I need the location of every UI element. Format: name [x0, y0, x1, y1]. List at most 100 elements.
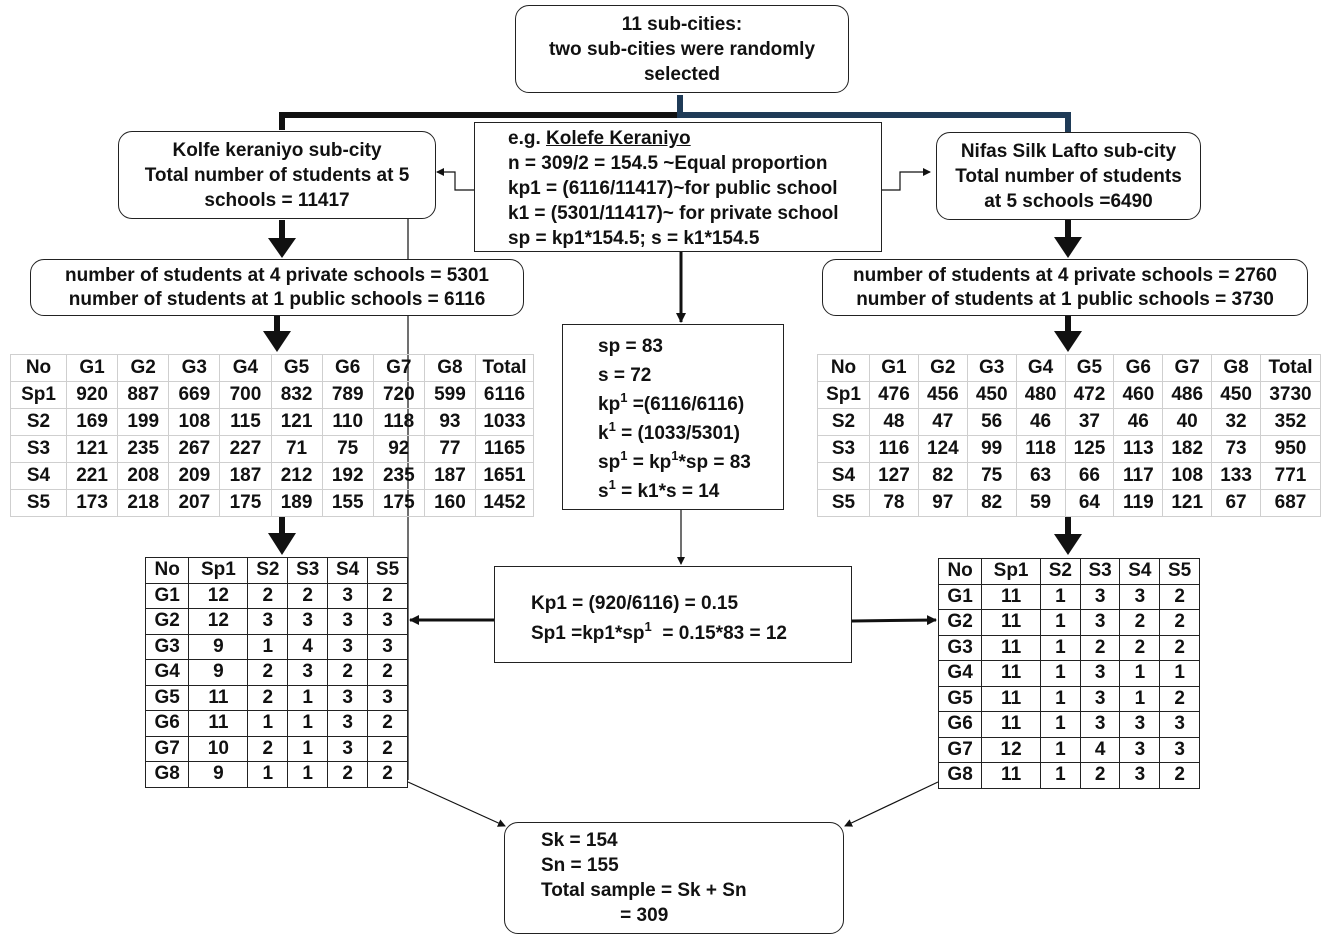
table-cell: 9	[188, 633, 249, 660]
table-cell: 75	[321, 435, 374, 463]
table-cell: 11	[981, 634, 1041, 661]
table-cell: 2	[287, 582, 329, 609]
table-cell: 227	[219, 435, 272, 463]
table-cell: 182	[1162, 435, 1213, 463]
table-cell: 1	[1039, 711, 1081, 738]
table-cell: 1	[1039, 583, 1081, 610]
table-cell: 1	[1039, 634, 1081, 661]
table-cell: 155	[321, 489, 374, 517]
table-cell: 2	[1159, 583, 1200, 610]
top-line-1: 11 sub-cities:	[621, 13, 743, 35]
table-cell: 11	[188, 684, 249, 711]
table-cell: S5	[10, 489, 67, 517]
calc-l4b: = (1033/5301)	[615, 423, 740, 444]
table-cell: 108	[1162, 462, 1213, 490]
table-header-cell: S5	[1159, 558, 1200, 585]
table-cell: 199	[117, 408, 170, 436]
table-cell: 700	[219, 381, 272, 409]
table-cell: Sp1	[10, 381, 67, 409]
table-cell: S2	[817, 408, 870, 436]
table-header-cell: G6	[1113, 354, 1164, 382]
table-cell: 3	[1159, 736, 1200, 763]
table-cell: 2	[247, 684, 289, 711]
table-cell: 3	[327, 582, 369, 609]
nifas-line-2: Total number of students	[955, 165, 1182, 187]
table-cell: 4	[287, 633, 329, 660]
top-line-2: two sub-cities were randomly	[548, 38, 816, 60]
table-header-cell: G1	[869, 354, 919, 382]
table-cell: 108	[168, 408, 221, 436]
connector-top-right	[677, 95, 1071, 132]
calc-l6a: s	[598, 481, 609, 502]
table-cell: 12	[981, 736, 1041, 763]
table-cell: 59	[1015, 489, 1066, 517]
example-line-4: sp = kp1*154.5; s = k1*154.5	[508, 228, 760, 249]
table-cell: 832	[270, 381, 323, 409]
calc-l5sup1: 1	[620, 448, 628, 463]
table-cell: 450	[966, 381, 1017, 409]
table-cell: G5	[937, 685, 983, 712]
table-cell: 218	[117, 489, 170, 517]
table-cell: 1	[1039, 762, 1081, 789]
table-cell: 48	[869, 408, 919, 436]
table-cell: 3	[367, 633, 408, 660]
table-header-cell: No	[817, 354, 870, 382]
table-cell: 12	[188, 582, 249, 609]
table-cell: 10	[188, 735, 249, 762]
table-cell: 12	[188, 608, 249, 635]
table-cell: 1033	[475, 408, 534, 436]
table-cell: 3	[287, 608, 329, 635]
example-box: e.g. Kolefe Keraniyo n = 309/2 = 154.5 ~…	[474, 122, 882, 252]
table-cell: 2	[247, 735, 289, 762]
kp-line-2: Sp1 =kp1*sp1 = 0.15*83 = 12	[531, 619, 851, 649]
table-cell: 1	[1039, 609, 1081, 636]
table-cell: 486	[1162, 381, 1213, 409]
kolfe-line-3: schools = 11417	[204, 189, 350, 211]
kp-l2b: = 0.15*83 = 12	[651, 623, 787, 644]
table-cell: S2	[10, 408, 67, 436]
table-cell: 235	[372, 462, 425, 490]
calc-line-3: kp1 =(6116/6116)	[598, 390, 783, 419]
table-cell: 1	[1119, 660, 1161, 687]
table-cell: 3	[247, 608, 289, 635]
table-cell: 56	[966, 408, 1017, 436]
example-line-1: n = 309/2 = 154.5 ~Equal proportion	[508, 153, 828, 174]
table-header-cell: G5	[1064, 354, 1115, 382]
table-cell: 169	[65, 408, 119, 436]
table-cell: 2	[367, 735, 408, 762]
table-cell: 3	[367, 608, 408, 635]
calc-l6b: = k1*s = 14	[615, 481, 720, 502]
table-cell: Sp1	[817, 381, 870, 409]
table-cell: 2	[247, 582, 289, 609]
table-cell: 460	[1113, 381, 1164, 409]
table-cell: 2	[1079, 762, 1121, 789]
table-cell: 2	[367, 659, 408, 686]
table-cell: 267	[168, 435, 221, 463]
table-cell: 1	[287, 761, 329, 788]
kolfe-split-line-2: number of students at 1 public schools =…	[68, 288, 486, 310]
sub-cities-box: 11 sub-cities: two sub-cities were rando…	[515, 5, 849, 93]
table-cell: 118	[1015, 435, 1066, 463]
table-cell: 47	[917, 408, 968, 436]
table-header-cell: G3	[966, 354, 1017, 382]
table-header-cell: G5	[270, 354, 323, 382]
table-header-cell: No	[144, 557, 190, 584]
table-cell: 2	[1079, 634, 1121, 661]
table-cell: S3	[10, 435, 67, 463]
kp-l2sup: 1	[644, 619, 652, 634]
table-cell: G4	[937, 660, 983, 687]
table-cell: 235	[117, 435, 170, 463]
table-cell: 3	[1079, 660, 1121, 687]
table-cell: 117	[1113, 462, 1164, 490]
